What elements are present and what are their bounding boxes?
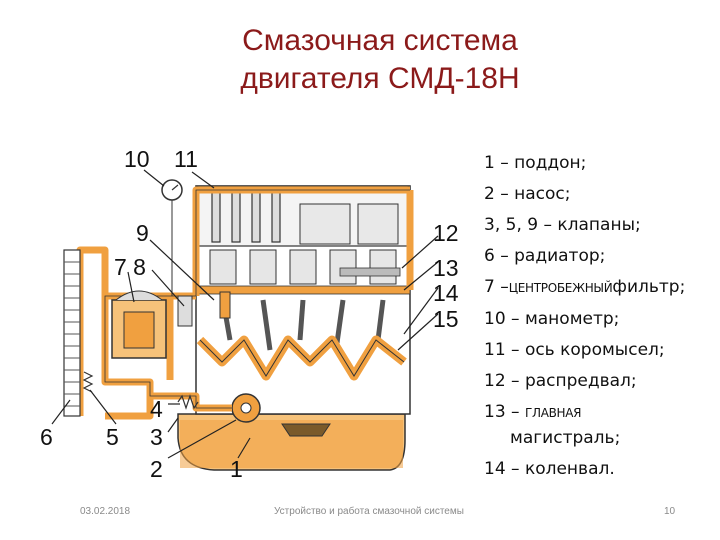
callout-9: 9 — [136, 220, 149, 246]
callout-7-8: 7 8 — [114, 254, 146, 280]
connecting-rods — [220, 299, 386, 351]
legend-item-1: 1 – поддон; — [484, 153, 587, 173]
title-line-1: Смазочная система — [242, 24, 518, 57]
callout-14: 14 — [433, 280, 459, 306]
callout-6: 6 — [40, 424, 53, 450]
valve-5-spring — [82, 371, 94, 393]
callout-13: 13 — [433, 255, 459, 281]
crankshaft-outline — [199, 339, 405, 377]
callout-2: 2 — [150, 456, 163, 482]
legend-item-4: 6 – радиатор; — [484, 246, 606, 266]
legend-item-5-small: ЦЕНТРОБЕЖНЫЙ — [508, 281, 613, 295]
legend-item-6: 10 – манометр; — [484, 309, 620, 329]
footer-date: 03.02.2018 — [80, 506, 131, 517]
callout-11: 11 — [174, 146, 198, 172]
footer-subject: Устройство и работа смазочной системы — [274, 506, 464, 517]
legend-item-5-suffix: фильтр; — [612, 277, 686, 297]
footer-page-number: 10 — [664, 506, 676, 517]
valve-3-spring — [177, 394, 199, 410]
leader-lines — [51, 169, 439, 459]
valve-train — [211, 191, 281, 243]
title-line-2: двигателя СМД-18Н — [240, 62, 520, 95]
head-detail-2 — [357, 203, 399, 245]
callout-4: 4 — [150, 396, 163, 422]
legend-item-7: 11 – ось коромысел; — [484, 340, 665, 360]
head-detail — [299, 203, 351, 245]
legend: 1 – поддон; 2 – насос; 3, 5, 9 – клапаны… — [484, 148, 716, 485]
legend-item-9-cont: магистраль; — [510, 428, 621, 448]
legend-item-2: 2 – насос; — [484, 184, 571, 204]
legend-item-3: 3, 5, 9 – клапаны; — [484, 215, 641, 235]
legend-item-5-prefix: 7 – — [484, 277, 509, 297]
legend-item-9-prefix: 13 – — [484, 402, 520, 422]
filter-cap — [115, 290, 163, 301]
callout-12: 12 — [433, 220, 459, 246]
callout-5: 5 — [106, 424, 119, 450]
oil-radiator — [63, 249, 81, 417]
oil-strainer — [281, 423, 331, 437]
callout-15: 15 — [433, 306, 459, 332]
legend-item-9-small: ГЛАВНАЯ — [524, 406, 582, 420]
pistons — [209, 249, 397, 285]
legend-item-10: 14 – коленвал. — [484, 459, 615, 479]
legend-item-8: 12 – распредвал; — [484, 371, 637, 391]
legend-item-9: 13 – ГЛАВНАЯ — [484, 397, 716, 429]
callout-3: 3 — [150, 424, 163, 450]
callout-10: 10 — [124, 146, 150, 172]
callout-1: 1 — [230, 456, 243, 482]
slide-title: Смазочная система двигателя СМД-18Н — [150, 22, 610, 98]
radiator-fins — [64, 261, 80, 407]
camshaft — [339, 267, 401, 277]
valve-8 — [177, 295, 193, 327]
valve-9 — [219, 291, 231, 319]
legend-item-5: 7 –ЦЕНТРОБЕЖНЫЙфильтр; — [484, 272, 716, 304]
